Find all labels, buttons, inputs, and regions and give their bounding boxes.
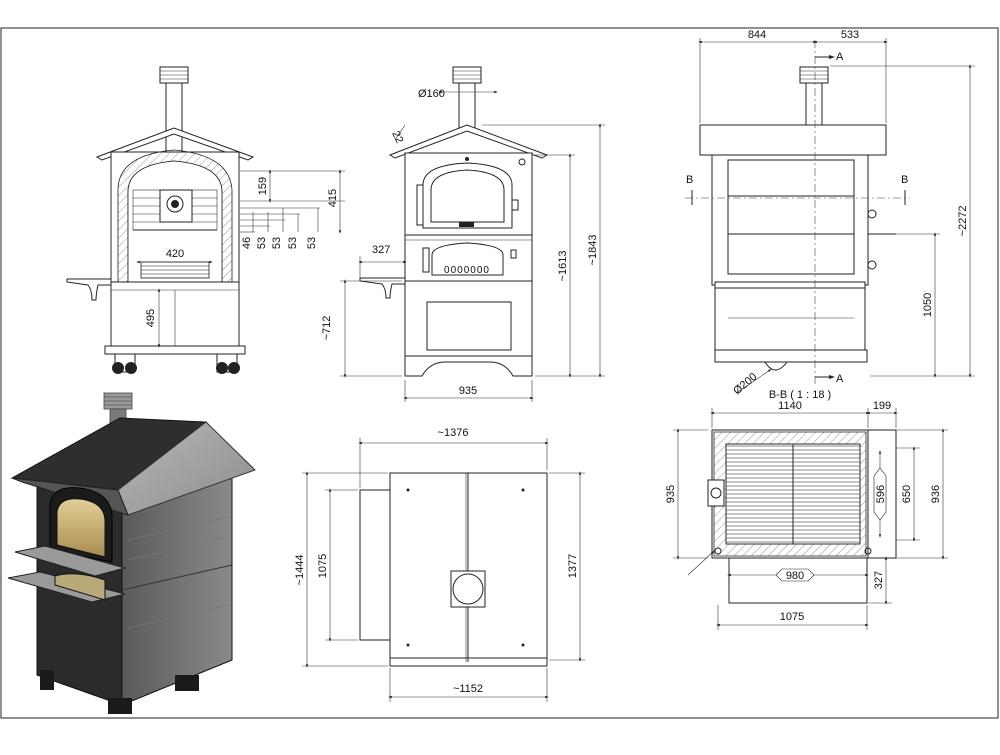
side-section-view: A A B B 844 533 ~2272 1050 Ø200 B-B ( 1 … [685, 29, 975, 401]
dim-2272: ~2272 [957, 206, 969, 237]
dim-1613: ~1613 [557, 251, 569, 282]
dim-936: 936 [930, 485, 942, 503]
sheet-border [0, 27, 999, 719]
dim-1075-top: 1075 [317, 554, 329, 578]
front-view: 0000000 Ø160 22 327 ~712 ~1613 ~1843 935 [321, 66, 605, 402]
dim-53-b: 53 [271, 237, 283, 249]
plan-section-view: 1140 199 935 596 650 936 980 327 1075 [665, 400, 948, 630]
dim-1843: ~1843 [587, 235, 599, 266]
top-view: ~1376 ~1444 1075 1377 ~1152 [294, 427, 585, 702]
dim-935-front: 935 [459, 385, 477, 397]
dim-844: 844 [748, 29, 766, 41]
dim-650: 650 [901, 485, 913, 503]
dim-53-a: 53 [256, 237, 268, 249]
dim-495: 495 [145, 309, 157, 327]
dim-1152: ~1152 [453, 683, 483, 695]
perspective-render [7, 392, 256, 714]
section-marker-a-top: A [836, 51, 844, 63]
dim-22: 22 [389, 129, 405, 145]
dim-53-c: 53 [287, 237, 299, 249]
firebox-door-label: 0000000 [444, 265, 490, 276]
dim-53-d: 53 [306, 237, 318, 249]
section-marker-b-left: B [686, 174, 693, 186]
dim-935-plan: 935 [665, 485, 677, 503]
dim-980: 980 [786, 570, 804, 582]
dim-1444: ~1444 [294, 555, 306, 586]
dim-415: 415 [327, 189, 339, 207]
dim-199: 199 [873, 400, 891, 412]
dim-420: 420 [166, 248, 184, 260]
front-section-view: 159 415 46 53 53 53 53 420 495 [66, 66, 345, 374]
dim-1140: 1140 [778, 400, 802, 412]
dim-596: 596 [875, 485, 887, 503]
section-marker-a-bottom: A [836, 373, 844, 385]
dim-46: 46 [241, 237, 253, 249]
dim-533: 533 [841, 29, 859, 41]
dim-1377: 1377 [567, 554, 579, 578]
dim-d200: Ø200 [731, 371, 759, 397]
dim-159: 159 [257, 177, 269, 195]
dim-327: 327 [372, 244, 390, 256]
section-marker-b-right: B [901, 174, 908, 186]
dim-d160: Ø160 [418, 88, 445, 100]
dim-1075-plan: 1075 [780, 611, 804, 623]
dim-327-plan: 327 [873, 571, 885, 589]
dim-1050: 1050 [922, 293, 934, 317]
section-caption-bb: B-B ( 1 : 18 ) [769, 389, 831, 401]
dim-1376: ~1376 [438, 427, 469, 439]
dim-712: ~712 [321, 316, 333, 341]
